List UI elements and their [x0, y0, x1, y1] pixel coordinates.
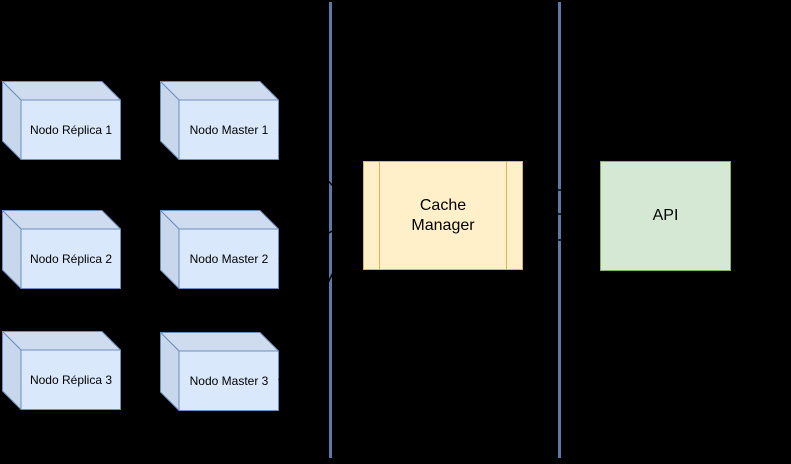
cube-shape — [160, 210, 279, 289]
node-label: Nodo Réplica 2 — [29, 251, 113, 266]
connector-master1-cache — [278, 129, 362, 216]
lane-divider-2 — [558, 2, 561, 458]
node-master-3: Nodo Master 3 — [160, 332, 279, 411]
cube-shape — [2, 210, 121, 289]
connector-master2-cache — [278, 215, 362, 260]
node-label: Cache Manager — [411, 196, 475, 234]
node-api: API — [600, 161, 731, 271]
node-label: Nodo Master 1 — [189, 122, 269, 137]
cube-shape — [2, 81, 121, 160]
node-replica-2: Nodo Réplica 2 — [2, 210, 121, 289]
node-label: Nodo Réplica 3 — [29, 372, 113, 387]
node-replica-3: Nodo Réplica 3 — [2, 331, 121, 410]
node-master-2: Nodo Master 2 — [160, 210, 279, 289]
node-master-1: Nodo Master 1 — [160, 81, 279, 160]
node-label: API — [652, 207, 679, 224]
cube-shape — [2, 331, 121, 410]
node-cache-manager: Cache Manager — [363, 161, 523, 270]
connector-master3-cache — [278, 216, 362, 381]
node-label: Nodo Master 3 — [189, 373, 269, 388]
node-label: Nodo Master 2 — [189, 251, 269, 266]
lane-divider-1 — [329, 2, 332, 458]
node-label: Nodo Réplica 1 — [29, 122, 113, 137]
node-replica-1: Nodo Réplica 1 — [2, 81, 121, 160]
process-bar-left — [379, 162, 380, 269]
process-bar-right — [506, 162, 507, 269]
